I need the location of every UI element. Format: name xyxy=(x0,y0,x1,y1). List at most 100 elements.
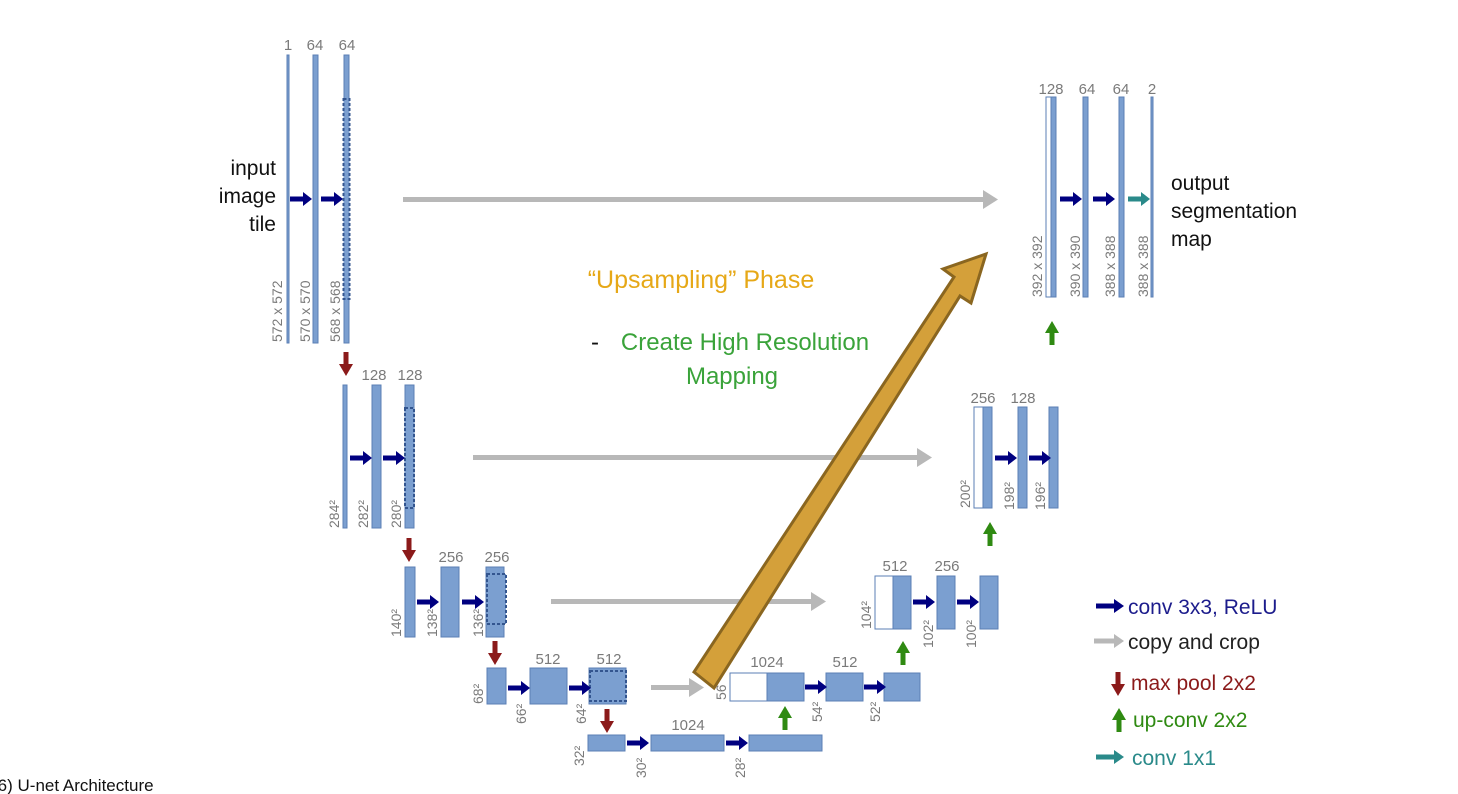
copy-crop-arrows xyxy=(403,190,998,697)
decoder-level-2: 256 128 200² 198² 196² xyxy=(957,390,1059,510)
size-label: 100² xyxy=(963,620,979,648)
legend-item-copy: copy and crop xyxy=(1094,631,1260,654)
svg-text:conv 3x3, ReLU: conv 3x3, ReLU xyxy=(1128,596,1277,619)
encoder-level-3: 256 256 140² 138² 136² xyxy=(388,549,510,638)
conv1x1-arrow-icon xyxy=(1128,192,1150,206)
svg-text:input: input xyxy=(230,157,276,180)
conv-arrow-icon xyxy=(1093,192,1115,206)
svg-text:segmentation: segmentation xyxy=(1171,200,1297,223)
size-label: 280² xyxy=(388,500,404,528)
conv-arrow-icon xyxy=(350,451,372,465)
maxpool-arrow-icon xyxy=(339,352,353,376)
feature-map xyxy=(342,384,348,529)
legend-item-conv: conv 3x3, ReLU xyxy=(1096,596,1277,619)
feature-map xyxy=(486,667,507,705)
conv-arrow-icon xyxy=(913,595,935,609)
svg-text:tile: tile xyxy=(249,213,276,236)
conv-arrow-icon xyxy=(1096,599,1124,613)
decoder-level-1: 128 64 64 2 392 x 392 390 x 390 388 x 38… xyxy=(1029,81,1156,298)
feature-map xyxy=(979,575,999,630)
channel-label: 256 xyxy=(934,558,959,575)
conv-arrow-icon xyxy=(321,192,343,206)
channel-label: 128 xyxy=(1010,390,1035,407)
size-label: 102² xyxy=(920,620,936,648)
size-label: 56 xyxy=(713,684,729,700)
size-label: 30² xyxy=(633,757,649,778)
crop-region xyxy=(589,670,627,702)
size-label: 140² xyxy=(388,609,404,637)
upsampling-big-arrow-icon xyxy=(691,251,989,691)
phase-title: “Upsampling” Phase xyxy=(588,266,815,294)
channel-label: 64 xyxy=(1113,81,1130,98)
upconv-arrow-icon xyxy=(1045,321,1059,345)
feature-map xyxy=(1150,96,1154,298)
crop-region xyxy=(404,407,415,509)
conv-arrow-icon xyxy=(417,595,439,609)
point-line-2: Mapping xyxy=(686,363,778,390)
copied-feature-map xyxy=(973,406,984,509)
copied-feature-map xyxy=(729,672,768,702)
maxpool-arrow-icon xyxy=(402,538,416,562)
size-label: 28² xyxy=(732,757,748,778)
conv-arrow-icon xyxy=(805,680,827,694)
channel-label: 256 xyxy=(438,549,463,566)
channel-label: 64 xyxy=(307,37,324,54)
feature-map xyxy=(825,672,864,702)
feature-map xyxy=(936,575,956,630)
feature-map xyxy=(404,566,416,638)
size-label: 388 x 388 xyxy=(1102,235,1118,297)
legend-item-conv1x1: conv 1x1 xyxy=(1096,747,1216,770)
bullet-dash: - xyxy=(591,329,599,356)
conv-arrow-icon xyxy=(726,736,748,750)
svg-text:output: output xyxy=(1171,172,1230,195)
size-label: 64² xyxy=(573,703,589,724)
feature-map xyxy=(982,406,993,509)
conv-arrow-icon xyxy=(627,736,649,750)
size-label: 392 x 392 xyxy=(1029,235,1045,297)
size-label: 390 x 390 xyxy=(1067,235,1083,297)
feature-map xyxy=(766,672,805,702)
channel-label: 1 xyxy=(284,37,292,54)
feature-map xyxy=(286,54,290,344)
feature-map xyxy=(529,667,568,705)
svg-text:copy and crop: copy and crop xyxy=(1128,631,1260,654)
feature-map xyxy=(312,54,319,344)
copy-arrow-icon xyxy=(551,592,826,611)
feature-map xyxy=(440,566,460,638)
size-label: 282² xyxy=(355,500,371,528)
channel-label: 512 xyxy=(535,651,560,668)
feature-map xyxy=(371,384,382,529)
legend-item-maxpool: max pool 2x2 xyxy=(1111,672,1256,696)
size-label: 568 x 568 xyxy=(327,280,343,342)
upconv-arrow-icon xyxy=(1112,708,1126,732)
maxpool-arrow-icon xyxy=(488,641,502,665)
upconv-arrow-icon xyxy=(778,706,792,730)
size-label: 200² xyxy=(957,480,973,508)
size-label: 572 x 572 xyxy=(269,280,285,342)
channel-label: 64 xyxy=(339,37,356,54)
svg-text:conv 1x1: conv 1x1 xyxy=(1132,747,1216,770)
size-label: 138² xyxy=(424,609,440,637)
channel-label: 128 xyxy=(397,367,422,384)
size-label: 66² xyxy=(513,703,529,724)
copy-arrow-icon xyxy=(1094,634,1124,648)
conv-arrow-icon xyxy=(383,451,405,465)
copied-feature-map xyxy=(1045,96,1052,298)
conv-arrow-icon xyxy=(995,451,1017,465)
conv-arrow-icon xyxy=(957,595,979,609)
channel-label: 64 xyxy=(1079,81,1096,98)
feature-map xyxy=(1082,96,1089,298)
feature-map xyxy=(587,734,626,752)
svg-text:up-conv 2x2: up-conv 2x2 xyxy=(1133,709,1247,732)
feature-map xyxy=(1017,406,1028,509)
conv-arrow-icon xyxy=(290,192,312,206)
channel-label: 256 xyxy=(484,549,509,566)
copy-arrow-icon xyxy=(403,190,998,209)
size-label: 136² xyxy=(470,609,486,637)
channel-label: 128 xyxy=(361,367,386,384)
decoder-level-4: 1024 512 56 54² 52² xyxy=(713,654,921,722)
size-label: 32² xyxy=(571,745,587,766)
conv-arrow-icon xyxy=(462,595,484,609)
conv-arrow-icon xyxy=(1029,451,1051,465)
